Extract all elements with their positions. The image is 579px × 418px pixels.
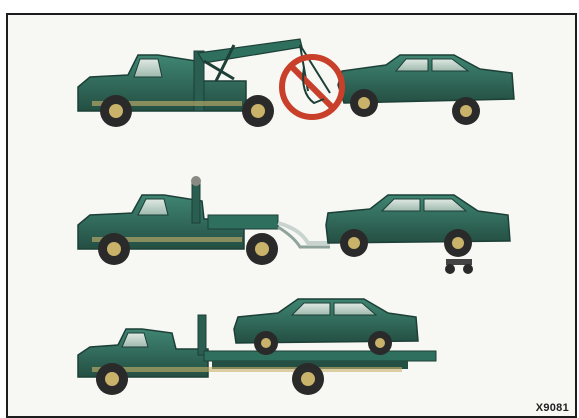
towed-car-1: [338, 55, 514, 125]
figure-code-label: X9081: [536, 402, 569, 414]
tow-truck-2: [78, 176, 330, 265]
panel-sling-tow: [78, 39, 514, 127]
towed-car-2: [326, 195, 510, 274]
tow-truck-1: [78, 39, 330, 127]
carried-car: [234, 299, 418, 355]
panel-wheel-lift-dolly: [78, 176, 510, 274]
illustration-frame: X9081: [6, 13, 577, 418]
panel-flatbed: [78, 299, 436, 395]
towing-methods-illustration: [8, 15, 575, 416]
